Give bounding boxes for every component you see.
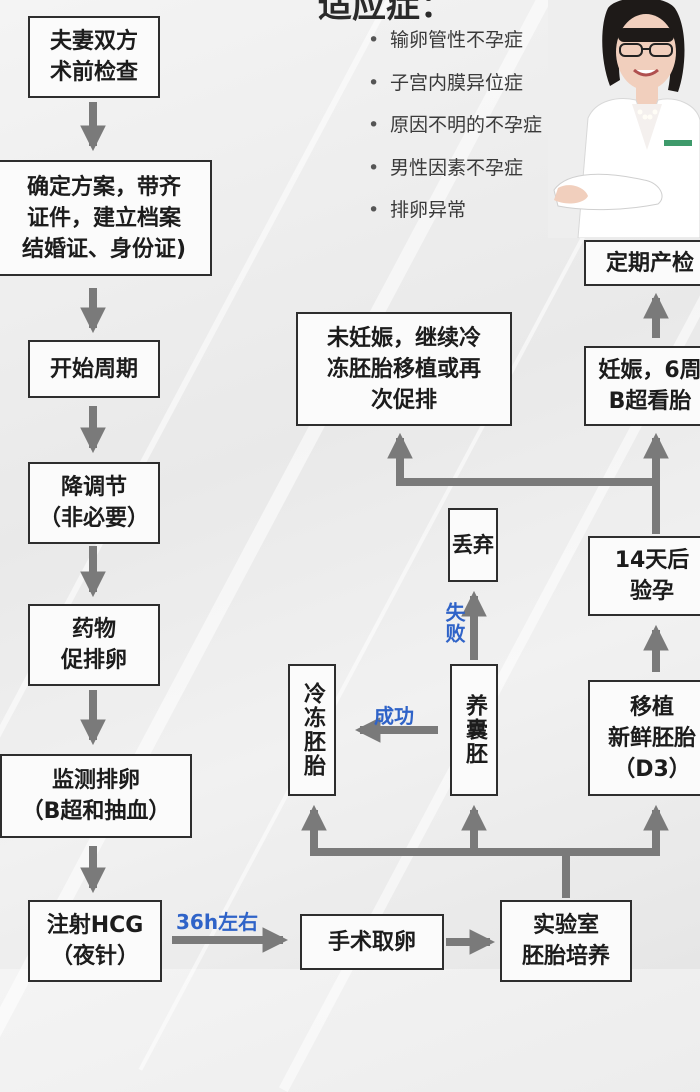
step-prenatal: 定期产检 <box>584 240 700 286</box>
step-transfer-fresh: 移植 新鲜胚胎 （D3） <box>588 680 700 796</box>
indication-item: 男性因素不孕症 <box>366 152 542 195</box>
indication-item: 子宫内膜异位症 <box>366 67 542 110</box>
step-retrieval: 手术取卵 <box>300 914 444 970</box>
label-fail: 失败 <box>442 602 466 644</box>
indication-item: 排卵异常 <box>366 194 542 237</box>
indications-list: 输卵管性不孕症 子宫内膜异位症 原因不明的不孕症 男性因素不孕症 排卵异常 <box>366 24 542 237</box>
step-pre-check: 夫妻双方 术前检查 <box>28 16 160 98</box>
step-blastocyst: 养囊胚 <box>450 664 498 796</box>
step-lab-culture: 实验室 胚胎培养 <box>500 900 632 982</box>
step-hcg: 注射HCG （夜针） <box>28 900 162 982</box>
step-down-regulation: 降调节 （非必要） <box>28 462 160 544</box>
indications-title: 适应症： <box>318 0 454 26</box>
indication-item: 输卵管性不孕症 <box>366 24 542 67</box>
label-success: 成功 <box>374 704 414 728</box>
step-discard: 丢弃 <box>448 508 498 582</box>
step-pregnant: 妊娠，6周 B超看胎 <box>584 346 700 426</box>
label-36h: 36h左右 <box>176 910 259 934</box>
step-not-pregnant: 未妊娠，继续冷 冻胚胎移植或再 次促排 <box>296 312 512 426</box>
step-plan: 确定方案，带齐 证件，建立档案 结婚证、身份证) <box>0 160 212 276</box>
indication-item: 原因不明的不孕症 <box>366 109 542 152</box>
flow-connectors <box>80 102 669 955</box>
step-monitor: 监测排卵 （B超和抽血） <box>0 754 192 838</box>
step-start-cycle: 开始周期 <box>28 340 160 398</box>
step-pregnancy-test: 14天后 验孕 <box>588 536 700 616</box>
doctor-photo <box>548 0 700 238</box>
step-ovulation-drug: 药物 促排卵 <box>28 604 160 686</box>
step-freeze: 冷冻胚胎 <box>288 664 336 796</box>
